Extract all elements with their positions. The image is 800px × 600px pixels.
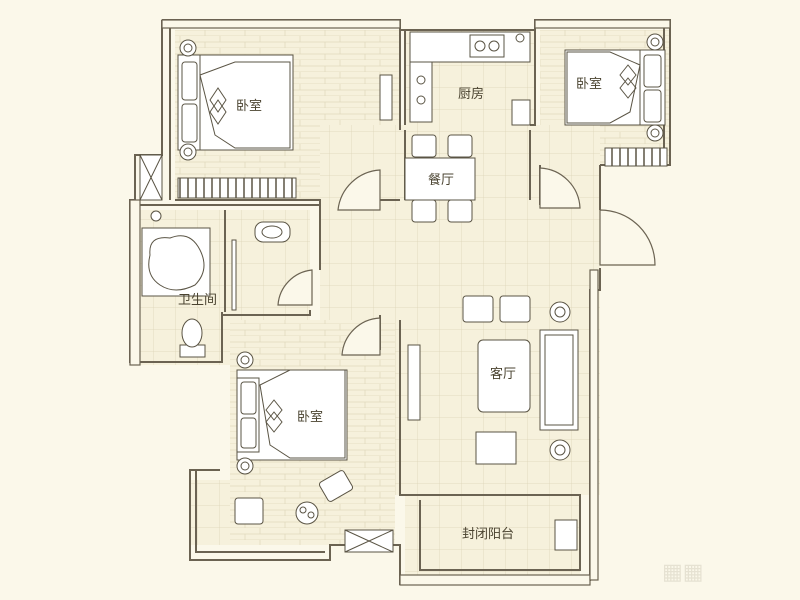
room-label-balcony: 封闭阳台 (462, 527, 514, 542)
wall-bands (129, 19, 671, 586)
kitchen-fixtures (409, 31, 531, 126)
bedroom-top-right-furniture (564, 33, 666, 142)
room-label-living: 客厅 (490, 366, 516, 382)
wardrobes (139, 147, 668, 553)
bedroom-top-left-furniture (177, 39, 393, 161)
living-furniture (407, 295, 579, 551)
room-label-bedroom-top-left: 卧室 (236, 98, 262, 114)
room-label-bedroom-bottom: 卧室 (297, 409, 323, 425)
watermark-logo: ▦▦ (662, 560, 704, 585)
room-label-dining: 餐厅 (428, 172, 454, 188)
room-label-bathroom: 卫生间 (178, 293, 217, 308)
bathroom-fixtures (141, 210, 291, 358)
doors (277, 167, 656, 356)
room-label-kitchen: 厨房 (458, 86, 484, 102)
dining-table-set (404, 134, 476, 223)
room-label-bedroom-top-right: 卧室 (576, 76, 602, 92)
bedroom-bottom-furniture (234, 351, 354, 525)
